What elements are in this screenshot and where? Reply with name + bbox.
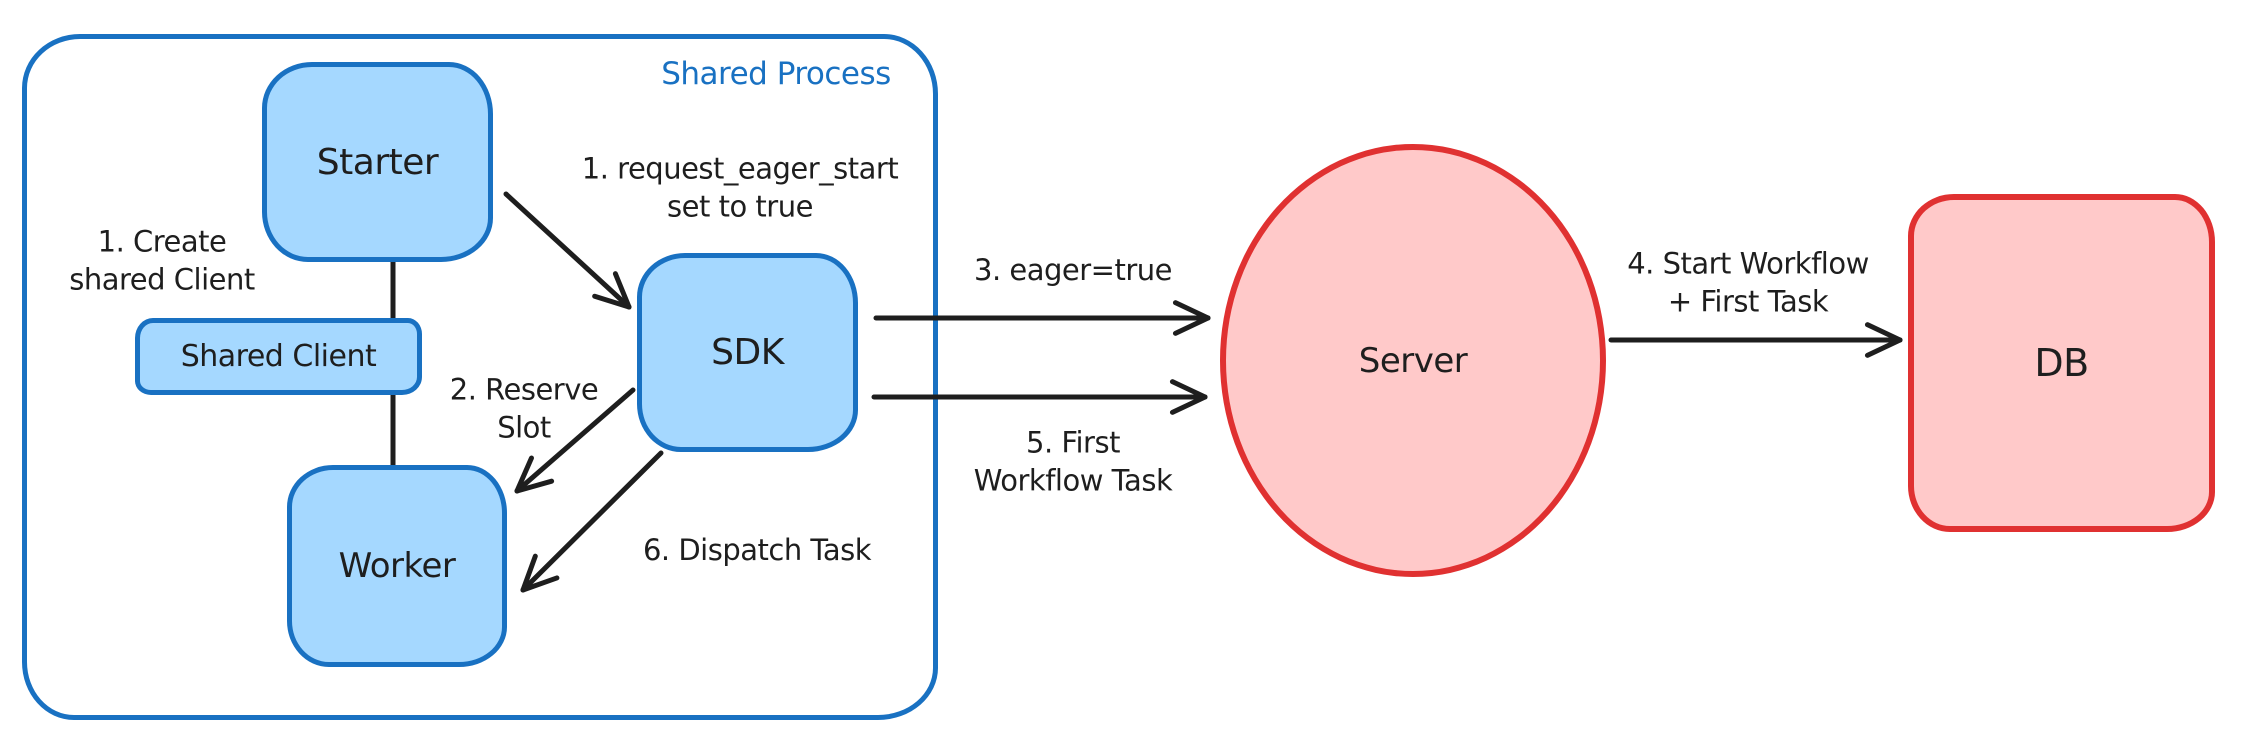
- node-sdk: SDK: [637, 253, 858, 452]
- node-worker: Worker: [287, 465, 507, 667]
- shared-process-container: [22, 34, 938, 720]
- annotation-eager-true: 3. eager=true: [974, 253, 1173, 288]
- node-db-label: DB: [2034, 341, 2089, 385]
- arrow-server-to-db: [1608, 322, 1903, 358]
- annotation-start-workflow-first-task: 4. Start Workflow + First Task: [1627, 246, 1869, 318]
- node-server: Server: [1220, 144, 1606, 577]
- node-shared-client-label: Shared Client: [180, 339, 377, 374]
- node-db: DB: [1908, 194, 2215, 532]
- node-shared-client: Shared Client: [135, 318, 422, 395]
- annotation-dispatch-task: 6. Dispatch Task: [642, 533, 872, 568]
- annotation-request-eager-start: 1. request_eager_start set to true: [581, 151, 899, 223]
- node-server-label: Server: [1358, 340, 1468, 381]
- node-worker-label: Worker: [338, 546, 456, 586]
- annotation-reserve-slot: 2. Reserve Slot: [449, 372, 599, 444]
- node-starter: Starter: [262, 62, 493, 262]
- annotation-first-workflow-task: 5. First Workflow Task: [973, 425, 1173, 497]
- node-sdk-label: SDK: [711, 332, 784, 373]
- node-starter-label: Starter: [316, 141, 439, 183]
- annotation-create-shared-client: 1. Create shared Client: [69, 224, 255, 296]
- shared-process-title: Shared Process: [661, 55, 891, 92]
